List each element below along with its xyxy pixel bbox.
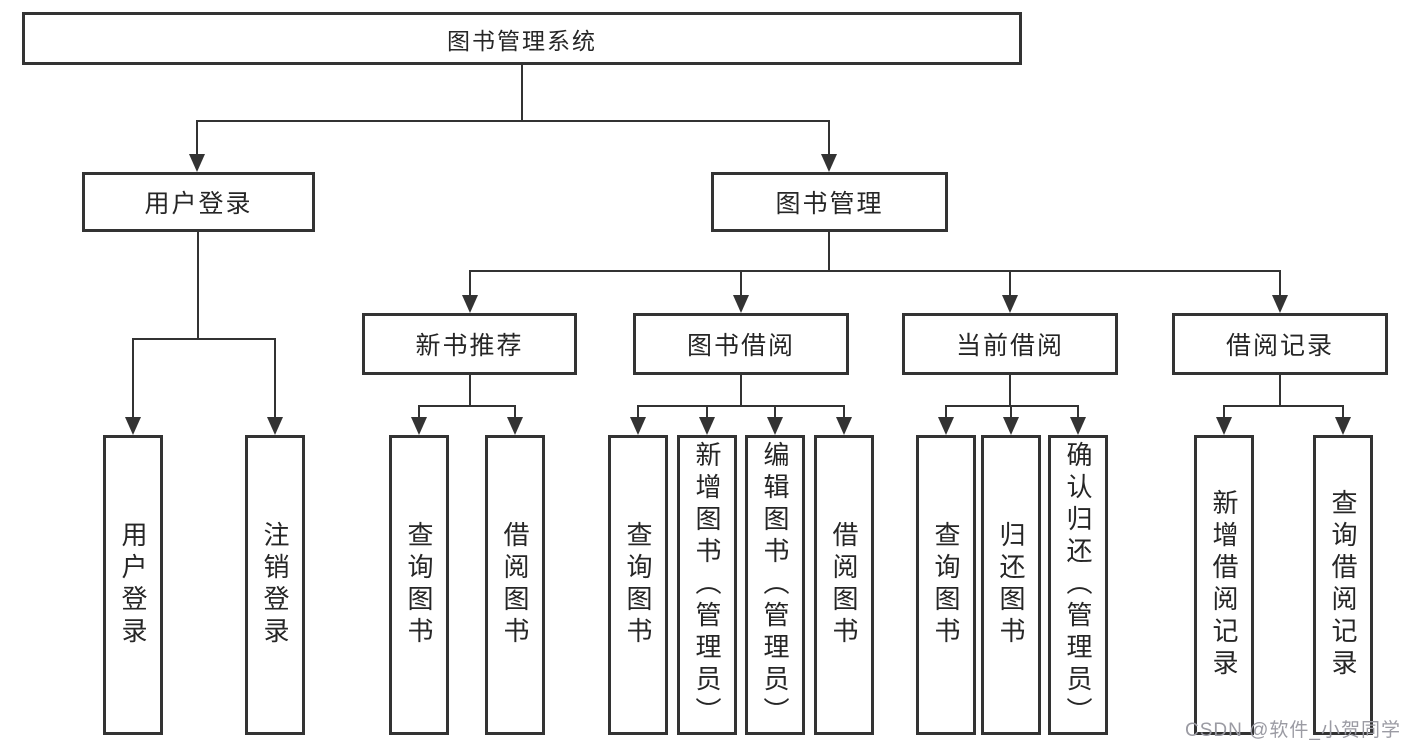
connector-line bbox=[196, 120, 198, 156]
node-query-books-recommend: 查询图书 bbox=[389, 435, 449, 735]
arrow-down-icon bbox=[1335, 417, 1351, 435]
connector-line bbox=[1342, 405, 1344, 418]
node-borrow-books-leaf: 借阅图书 bbox=[814, 435, 874, 735]
connector-line bbox=[521, 65, 523, 121]
node-user-login: 用户登录 bbox=[82, 172, 315, 232]
connector-line bbox=[706, 405, 708, 418]
connector-line bbox=[132, 338, 134, 418]
connector-line bbox=[514, 405, 516, 418]
node-library-management-system: 图书管理系统 bbox=[22, 12, 1022, 65]
node-logout-leaf: 注销登录 bbox=[245, 435, 305, 735]
node-borrowing-records: 借阅记录 bbox=[1172, 313, 1388, 375]
node-label: 编辑图书（管理员） bbox=[760, 441, 790, 729]
arrow-down-icon bbox=[267, 417, 283, 435]
arrow-down-icon bbox=[630, 417, 646, 435]
node-label: 图书借阅 bbox=[686, 332, 795, 360]
node-label: 确认归还（管理员） bbox=[1063, 441, 1093, 729]
connector-line bbox=[828, 232, 830, 272]
node-label: 查询图书 bbox=[931, 521, 961, 649]
arrow-down-icon bbox=[507, 417, 523, 435]
node-add-borrow-record: 新增借阅记录 bbox=[1194, 435, 1254, 735]
node-label: 新增借阅记录 bbox=[1209, 489, 1239, 681]
node-label: 借阅图书 bbox=[500, 521, 530, 649]
node-label: 借阅记录 bbox=[1225, 332, 1334, 360]
connector-line bbox=[1279, 270, 1281, 295]
connector-line bbox=[469, 270, 1281, 272]
connector-line bbox=[774, 405, 776, 418]
connector-line bbox=[637, 405, 845, 407]
node-book-borrowing: 图书借阅 bbox=[633, 313, 849, 375]
connector-line bbox=[945, 405, 947, 418]
node-add-books-admin: 新增图书（管理员） bbox=[677, 435, 737, 735]
arrow-down-icon bbox=[836, 417, 852, 435]
connector-line bbox=[740, 270, 742, 295]
node-label: 新书推荐 bbox=[415, 332, 524, 360]
node-label: 图书管理 bbox=[775, 190, 884, 218]
arrow-down-icon bbox=[938, 417, 954, 435]
node-label: 新增图书（管理员） bbox=[692, 441, 722, 729]
arrow-down-icon bbox=[189, 154, 205, 172]
connector-line bbox=[1010, 405, 1012, 418]
node-new-book-recommendation: 新书推荐 bbox=[362, 313, 577, 375]
arrow-down-icon bbox=[1002, 295, 1018, 313]
connector-line bbox=[1279, 375, 1281, 405]
node-label: 当前借阅 bbox=[955, 332, 1064, 360]
node-query-borrow-record: 查询借阅记录 bbox=[1313, 435, 1373, 735]
node-label: 查询图书 bbox=[623, 521, 653, 649]
csdn-watermark: CSDN @软件_小贺同学 bbox=[1185, 720, 1401, 741]
connector-line bbox=[274, 338, 276, 418]
node-label: 归还图书 bbox=[996, 521, 1026, 649]
connector-line bbox=[843, 405, 845, 418]
node-label: 借阅图书 bbox=[829, 521, 859, 649]
arrow-down-icon bbox=[1272, 295, 1288, 313]
connector-line bbox=[418, 405, 516, 407]
connector-line bbox=[740, 375, 742, 405]
arrow-down-icon bbox=[1070, 417, 1086, 435]
node-confirm-return-admin: 确认归还（管理员） bbox=[1048, 435, 1108, 735]
node-current-borrowing: 当前借阅 bbox=[902, 313, 1118, 375]
node-label: 图书管理系统 bbox=[447, 27, 597, 54]
node-book-management: 图书管理 bbox=[711, 172, 948, 232]
node-label: 用户登录 bbox=[118, 521, 148, 649]
arrow-down-icon bbox=[1216, 417, 1232, 435]
arrow-down-icon bbox=[1003, 417, 1019, 435]
connector-line bbox=[132, 338, 276, 340]
connector-line bbox=[828, 120, 830, 156]
node-label: 用户登录 bbox=[144, 190, 253, 218]
connector-line bbox=[637, 405, 639, 418]
node-label: 查询借阅记录 bbox=[1328, 489, 1358, 681]
node-query-books-borrow: 查询图书 bbox=[608, 435, 668, 735]
arrow-down-icon bbox=[733, 295, 749, 313]
arrow-down-icon bbox=[767, 417, 783, 435]
connector-line bbox=[469, 375, 471, 405]
node-label: 注销登录 bbox=[260, 521, 290, 649]
connector-line bbox=[196, 120, 830, 122]
connector-line bbox=[1223, 405, 1225, 418]
node-borrow-books-recommend: 借阅图书 bbox=[485, 435, 545, 735]
connector-line bbox=[418, 405, 420, 418]
connector-line bbox=[1009, 375, 1011, 405]
connector-line bbox=[945, 405, 1079, 407]
connector-line bbox=[1223, 405, 1344, 407]
connector-line bbox=[1077, 405, 1079, 418]
connector-line bbox=[469, 270, 471, 295]
node-query-books-current: 查询图书 bbox=[916, 435, 976, 735]
arrow-down-icon bbox=[699, 417, 715, 435]
arrow-down-icon bbox=[821, 154, 837, 172]
connector-line bbox=[1009, 270, 1011, 295]
arrow-down-icon bbox=[125, 417, 141, 435]
node-edit-books-admin: 编辑图书（管理员） bbox=[745, 435, 805, 735]
node-login-leaf: 用户登录 bbox=[103, 435, 163, 735]
arrow-down-icon bbox=[462, 295, 478, 313]
node-label: 查询图书 bbox=[404, 521, 434, 649]
node-return-books: 归还图书 bbox=[981, 435, 1041, 735]
arrow-down-icon bbox=[411, 417, 427, 435]
connector-line bbox=[197, 232, 199, 338]
